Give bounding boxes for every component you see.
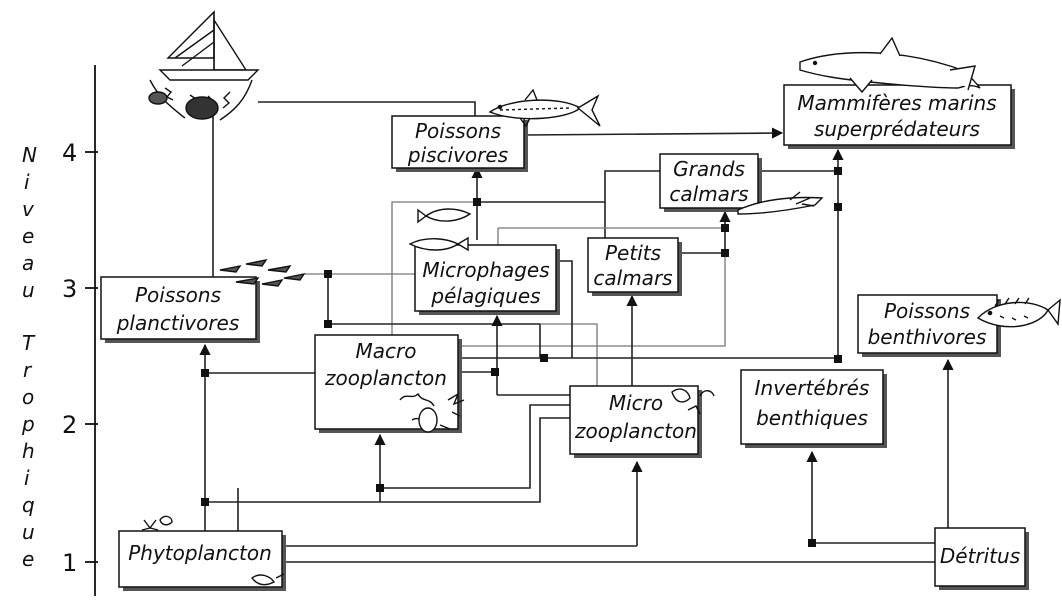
junction-node: [324, 270, 332, 278]
axis-title-letter: u: [22, 520, 35, 544]
tick-label-1: 1: [62, 549, 77, 577]
macrozoo-label-2: zooplancton: [324, 366, 447, 390]
trophic-axis: 4 3 2 1 N i v e a u T r o p h i q u e: [21, 65, 98, 596]
junction-node: [201, 369, 209, 377]
piscivores-label-1: Poissons: [415, 119, 501, 143]
dolphin-icon: [800, 38, 980, 92]
axis-title-letter: T: [22, 331, 36, 355]
benthivores-label-2: benthivores: [868, 325, 987, 349]
box-mammiferes: Mammifères marins superprédateurs: [784, 85, 1015, 149]
box-grands-calmars: Grands calmars: [660, 154, 762, 212]
junction-node: [376, 484, 384, 492]
axis-title-letter: e: [22, 547, 34, 571]
fishing-boat-icon: [149, 12, 258, 120]
axis-title-letter: i: [24, 170, 30, 194]
box-piscivores: Poissons piscivores: [392, 116, 528, 172]
axis-title-letter: p: [21, 412, 35, 436]
small-fish-icon: [410, 209, 470, 250]
petits-calmars-label-2: calmars: [593, 266, 672, 290]
microphages-label-2: pélagiques: [430, 284, 540, 308]
axis-title-letter: e: [22, 224, 34, 248]
microphages-label-1: Microphages: [422, 258, 549, 282]
junction-node: [834, 167, 842, 175]
junction-node: [201, 498, 209, 506]
box-detritus: Détritus: [935, 528, 1029, 590]
axis-title-letter: o: [22, 385, 34, 409]
macrozoo-label-1: Macro: [356, 339, 417, 363]
planctivores-label-1: Poissons: [135, 283, 221, 307]
junction-node: [721, 249, 729, 257]
box-petits-calmars: Petits calmars: [588, 238, 682, 296]
box-invertebres: Invertébrés benthiques: [741, 370, 887, 448]
junction-node: [721, 224, 729, 232]
grands-calmars-label-1: Grands: [673, 157, 745, 181]
box-microphages: Microphages pélagiques: [415, 245, 560, 315]
tick-label-4: 4: [62, 139, 77, 167]
grands-calmars-label-2: calmars: [669, 182, 748, 206]
axis-title: N i v e a u T r o p h i q u e: [21, 143, 37, 571]
junction-node: [540, 354, 548, 362]
axis-title-letter: i: [24, 466, 30, 490]
mammiferes-label-2: superprédateurs: [814, 117, 980, 141]
junction-node: [834, 203, 842, 211]
junction-node: [808, 539, 816, 547]
detritus-label: Détritus: [940, 544, 1020, 568]
junction-node: [324, 320, 332, 328]
axis-title-letter: v: [22, 197, 35, 221]
piscivores-label-2: piscivores: [407, 143, 508, 167]
invertebres-label-2: benthiques: [756, 406, 868, 430]
microzoo-label-2: zooplancton: [574, 419, 697, 443]
axis-title-letter: a: [22, 251, 34, 275]
axis-title-letter: h: [22, 439, 35, 463]
invertebres-label-1: Invertébrés: [755, 376, 870, 400]
axis-title-letter: r: [23, 358, 33, 382]
junction-nodes: [201, 167, 842, 547]
tick-label-2: 2: [62, 411, 77, 439]
tick-label-3: 3: [62, 275, 77, 303]
junction-node: [491, 368, 499, 376]
mammiferes-label-1: Mammifères marins: [797, 91, 996, 115]
axis-title-letter: N: [22, 143, 37, 167]
box-benthivores: Poissons benthivores: [858, 295, 1001, 357]
phytoplancton-label: Phytoplancton: [128, 541, 272, 565]
benthivores-label-1: Poissons: [884, 299, 970, 323]
axis-title-letter: u: [22, 278, 35, 302]
axis-title-letter: q: [22, 493, 35, 517]
box-planctivores: Poissons planctivores: [101, 277, 260, 343]
junction-node: [834, 355, 842, 363]
box-macrozooplancton: Macro zooplancton: [315, 335, 462, 433]
junction-node: [473, 198, 481, 206]
petits-calmars-label-1: Petits: [605, 241, 661, 265]
microzoo-label-1: Micro: [609, 391, 663, 415]
planctivores-label-2: planctivores: [116, 311, 240, 335]
